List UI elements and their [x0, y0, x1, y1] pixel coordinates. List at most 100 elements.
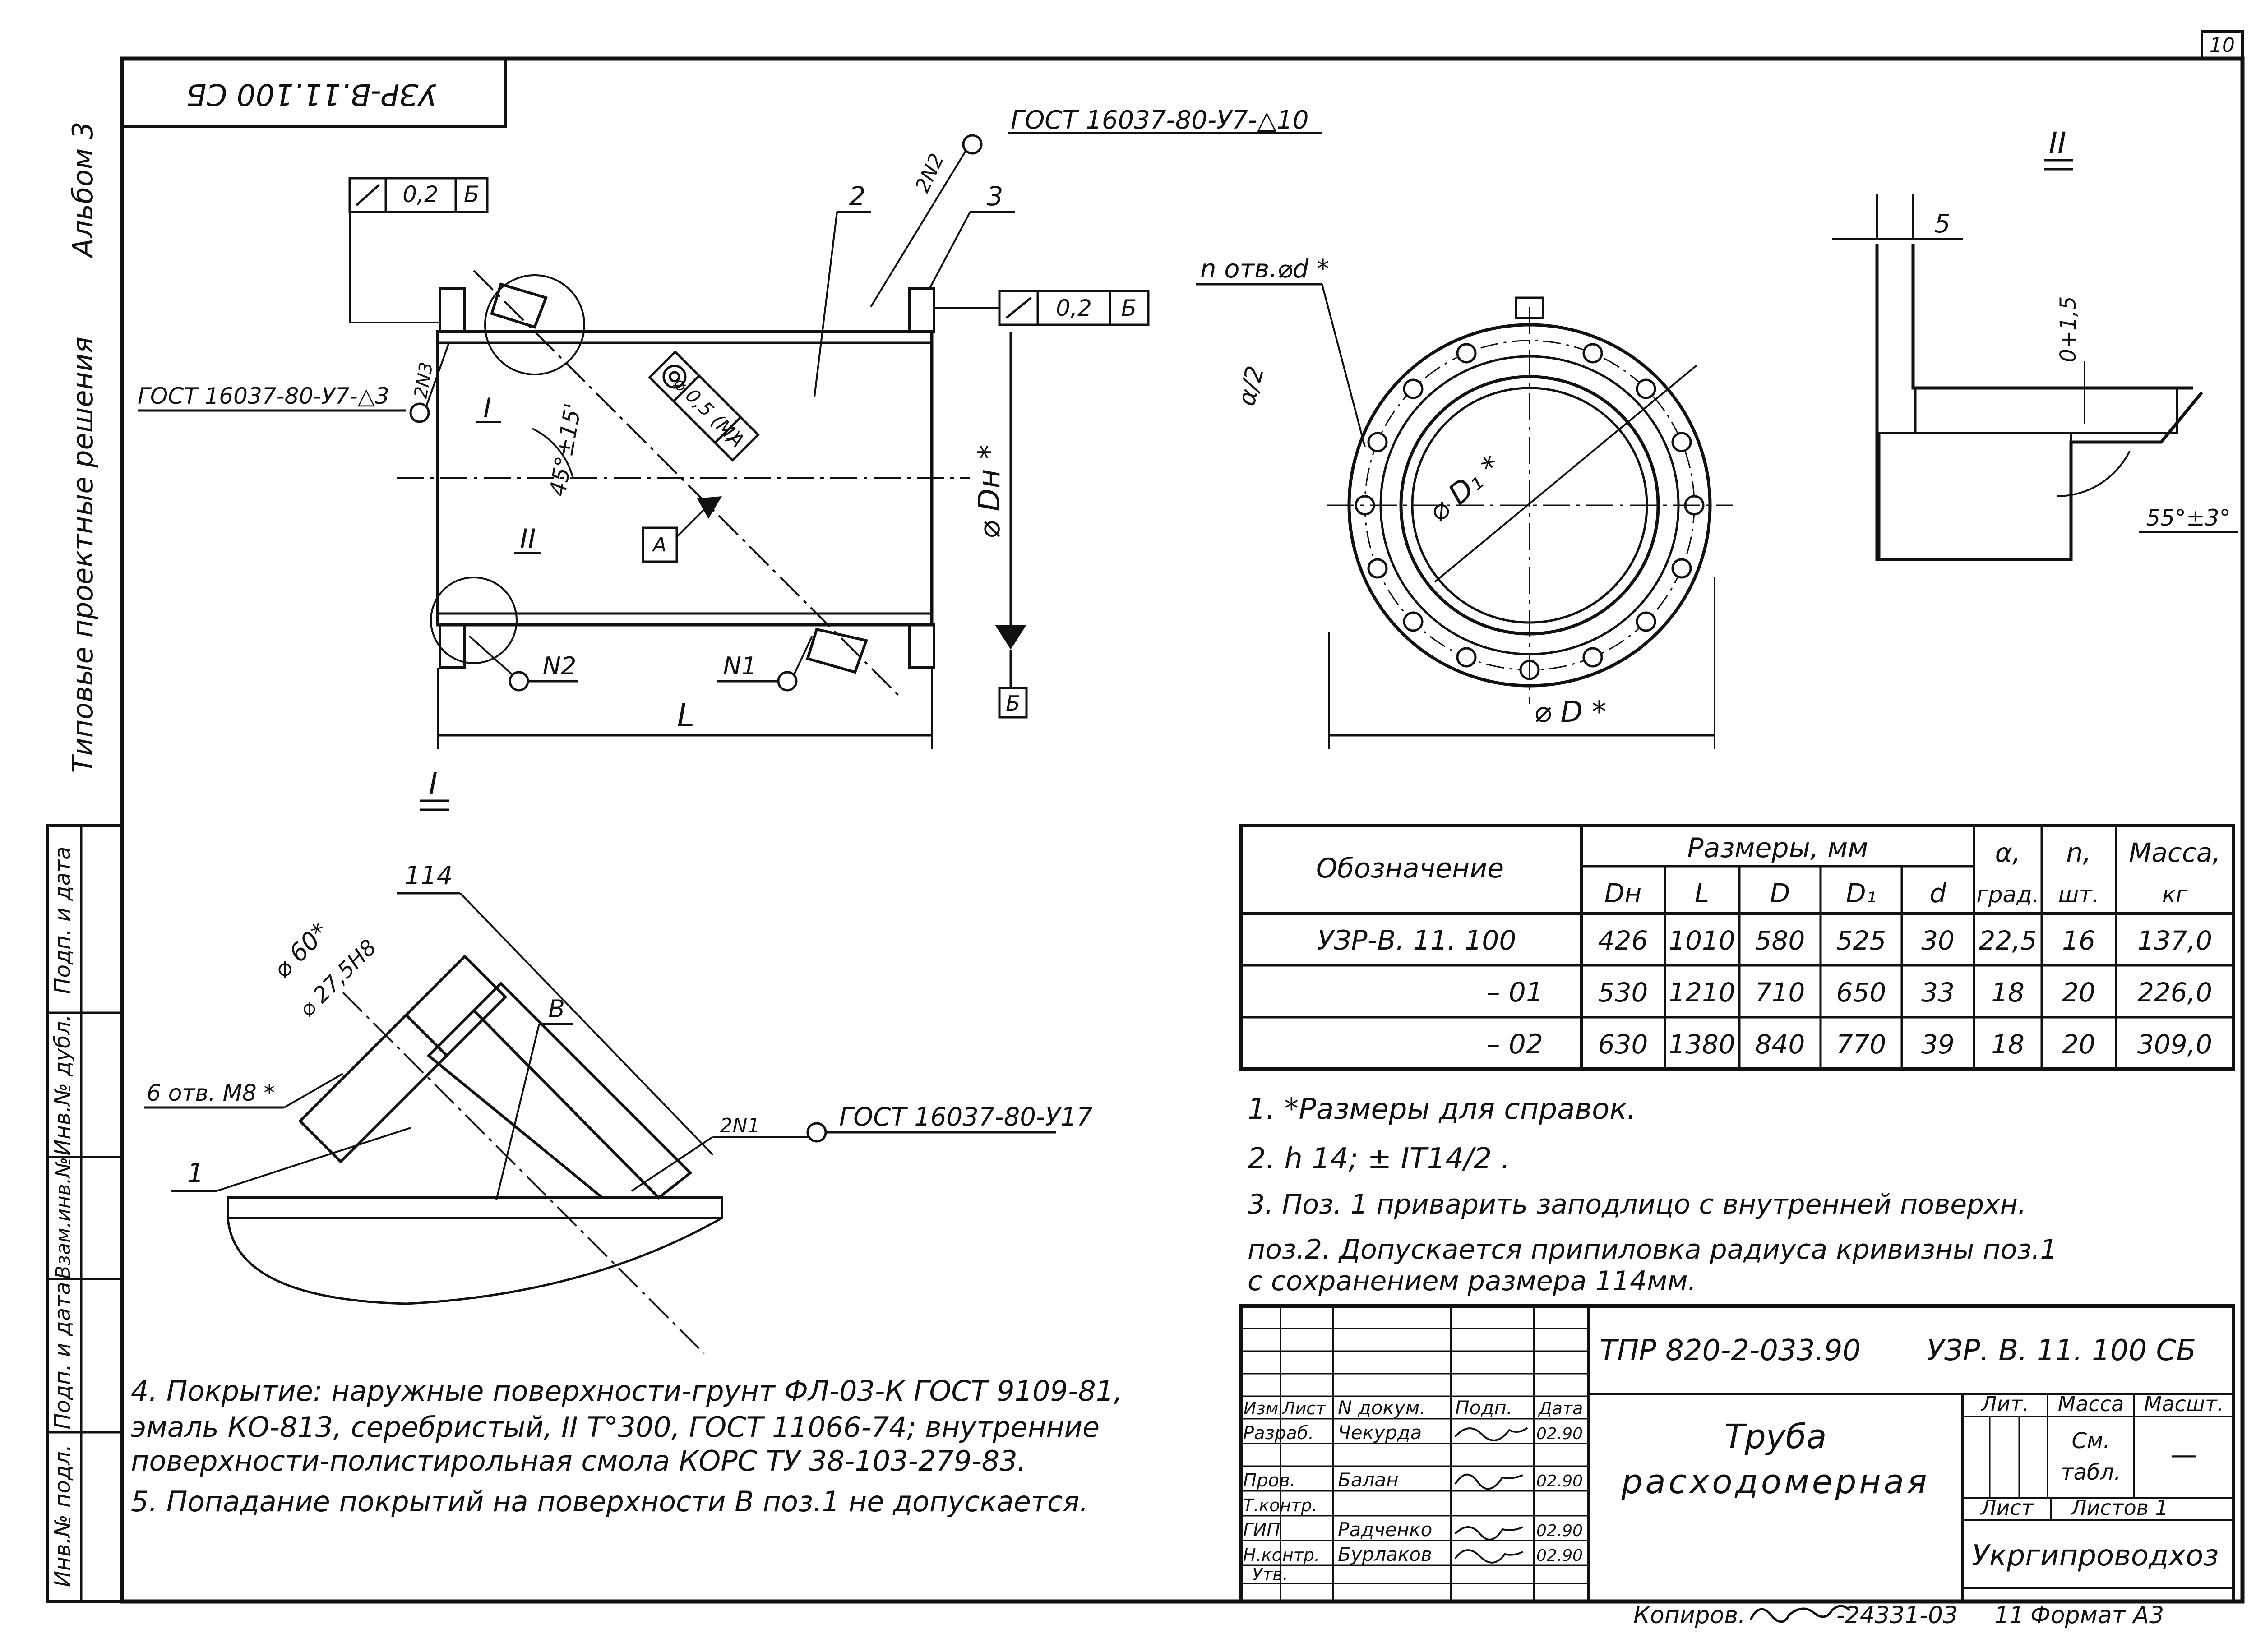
holes-label: n отв.⌀d * [1200, 254, 1329, 284]
table-cell: 20 [2062, 977, 2095, 1008]
tb-role: ГИП [1243, 1520, 1280, 1541]
tb-date: 02.90 [1536, 1425, 1583, 1443]
detail-i: I 114 ⌀ 60* ⌀ 27,5Н8 6 отв. М8 * 2N1 ГОС… [144, 766, 1093, 1354]
tb-title-2: расходомерная [1621, 1463, 1929, 1501]
weld-2n3: 2N3 [411, 360, 437, 400]
note-2: 2. h 14; ± IT14/2 . [1248, 1142, 1510, 1176]
flange-end-view: ⌀ D₁ * ⌀ D * n отв.⌀d * α/2 [1196, 254, 1733, 749]
footer-format: Формат А3 [2030, 1602, 2164, 1629]
tb-role: Н.контр. [1243, 1545, 1320, 1565]
table-header-mass: Масса, [2129, 837, 2220, 868]
angle-label: 45°±15' [545, 401, 587, 498]
detail-ii: II 5 0+1,5 55°±3° [1832, 126, 2238, 561]
tb-designation: УЗР. В. 11. 100 СБ [1927, 1334, 2196, 1367]
note-4b: эмаль КО-813, серебристый, II Т°300, ГОС… [131, 1411, 1100, 1444]
table-cell: 20 [2062, 1029, 2095, 1060]
table-subcol-d-small: d [1930, 878, 1947, 909]
tb-role: Разраб. [1243, 1423, 1314, 1444]
table-cell: – 02 [1487, 1029, 1543, 1060]
tb-lit: Лит. [1980, 1392, 2029, 1416]
diam-h-label: ⌀ Dн * [972, 445, 1007, 539]
table-cell: – 01 [1487, 977, 1543, 1008]
dimensions-table: Обозначение Размеры, мм α, град. n, шт. … [1239, 824, 2235, 1071]
detail-i-weld: 2N1 [720, 1114, 760, 1137]
datum-b-label: Б [1006, 691, 1020, 715]
tb-code: ТПР 820-2-033.90 [1600, 1334, 1861, 1367]
table-subcol-dn: Dн [1604, 878, 1642, 909]
d-label: ⌀ D * [1534, 696, 1607, 729]
table-header-alpha-unit: град. [1976, 881, 2039, 908]
side-stamp: Подп. и дата Инв.№ дубл. Взам.инв.№ Подп… [46, 824, 124, 1603]
detail-i-title: I [429, 766, 437, 801]
tb-date: 02.90 [1536, 1546, 1583, 1565]
tb-date: 02.90 [1536, 1472, 1583, 1490]
tol-left-value: 0,2 [402, 181, 439, 208]
note-5: 5. Попадание покрытий на поверхности В п… [131, 1485, 1088, 1518]
footer-order: -24331-03 [1836, 1602, 1958, 1629]
detail-i-pos-b: В [548, 995, 565, 1023]
tol-left-frame [348, 177, 489, 213]
table-cell: 426 [1598, 925, 1648, 956]
tb-role: Пров. [1243, 1470, 1295, 1491]
detail-i-gost: ГОСТ 16037-80-У17 [839, 1103, 1093, 1132]
tb-name: Бурлаков [1338, 1543, 1432, 1565]
view2-marker: II [520, 523, 536, 555]
tb-role: Утв. [1252, 1564, 1288, 1584]
footer-signature [1749, 1605, 1851, 1623]
side-stamp-2: Инв.№ дубл. [50, 1014, 75, 1155]
tb-masht: Масшт. [2144, 1392, 2224, 1416]
table-cell: 840 [1755, 1029, 1805, 1060]
tb-role: Т.контр. [1243, 1495, 1318, 1515]
tol-left-ref: Б [464, 181, 479, 208]
table-cell: 525 [1836, 925, 1886, 956]
table-cell: 33 [1921, 977, 1955, 1008]
table-header-n: n, [2066, 837, 2091, 868]
tb-col-sign: Подп. [1455, 1397, 1512, 1419]
half-angle-label: α/2 [1232, 363, 1270, 408]
table-cell: 1380 [1669, 1029, 1735, 1060]
tb-col-list: Лист [1281, 1398, 1327, 1418]
tb-masht-val: — [2170, 1439, 2197, 1471]
tb-date: 02.90 [1536, 1522, 1583, 1540]
page-number: 10 [2210, 34, 2235, 57]
tb-title-1: Труба [1724, 1417, 1827, 1456]
table-header-mass-unit: кг [2162, 881, 2188, 908]
table-cell: 630 [1598, 1029, 1648, 1060]
detail-i-dim114: 114 [405, 861, 453, 891]
signature-prov [1454, 1473, 1523, 1490]
detail-ii-dim5: 5 [1934, 209, 1951, 239]
tb-massa-val2: табл. [2061, 1460, 2121, 1485]
table-cell: 18 [1991, 1029, 2025, 1060]
note-3b: с сохранением размера 114мм. [1248, 1265, 1697, 1297]
gost-top: ГОСТ 16037-80-У7-△10 [1011, 106, 1309, 135]
tb-list: Лист [1980, 1495, 2034, 1520]
title-block: Изм. Лист N докум. Подп. Дата Разраб. Че… [1239, 1304, 2235, 1603]
footer-sheet: 11 [1994, 1602, 2024, 1629]
tb-col-doc: N докум. [1338, 1397, 1426, 1419]
footer: Копиров. -24331-03 11 Формат А3 [1633, 1602, 2164, 1629]
side-stamp-4: Подп. и дата [50, 1282, 75, 1430]
note-3: 3. Поз. 1 приварить заподлицо с внутренн… [1248, 1189, 2026, 1220]
table-header-dims: Размеры, мм [1687, 832, 1868, 864]
note-4: 4. Покрытие: наружные поверхности-грунт … [131, 1375, 1123, 1407]
signature-razrab [1454, 1427, 1528, 1441]
detail-i-pos1: 1 [187, 1158, 204, 1188]
table-cell: 309,0 [2137, 1029, 2212, 1060]
table-cell: 22,5 [1979, 925, 2037, 956]
signature-gip [1454, 1526, 1523, 1541]
top-stamp-box [120, 57, 507, 128]
footer-copy: Копиров. [1633, 1602, 1746, 1629]
series-label: Типовые проектные решения [66, 337, 99, 773]
signature-nkontr [1454, 1549, 1523, 1564]
table-cell: 226,0 [2137, 977, 2212, 1008]
pos2-label: 2 [849, 181, 866, 212]
pos3-label: 3 [987, 181, 1003, 212]
tb-col-izm: Изм. [1244, 1398, 1284, 1418]
view1-marker: I [483, 392, 491, 424]
tb-massa-val1: См. [2072, 1428, 2110, 1454]
table-cell: 1210 [1669, 977, 1735, 1008]
tb-name: Радченко [1338, 1518, 1432, 1541]
table-cell: 30 [1921, 925, 1955, 956]
d1-label: ⌀ D₁ * [1422, 449, 1507, 529]
note-3a: поз.2. Допускается припиловка радиуса кр… [1248, 1234, 2057, 1265]
